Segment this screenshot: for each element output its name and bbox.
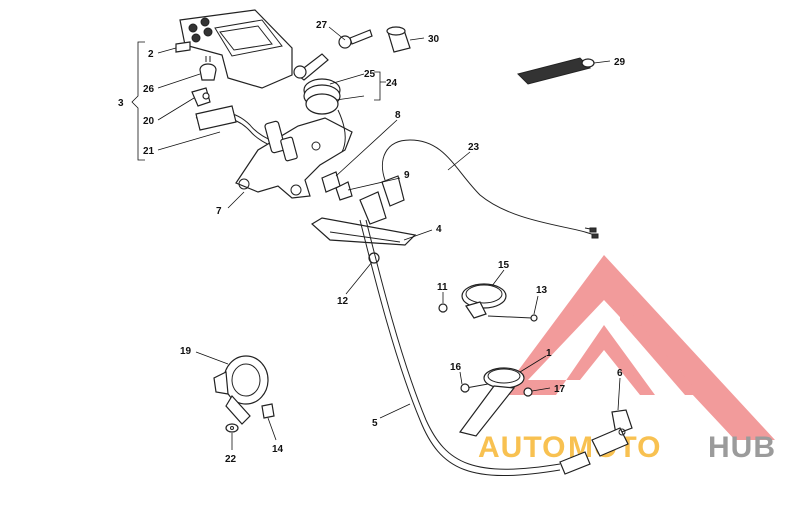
spare-key — [338, 29, 373, 49]
washer — [225, 423, 239, 433]
bulb-socket — [191, 87, 211, 107]
callout-21: 21 — [143, 146, 155, 157]
watermark-text-hub: HUB — [708, 431, 776, 464]
clamp-lower — [458, 367, 525, 437]
speed-sensor — [591, 409, 633, 457]
watermark-triangle-inner — [620, 300, 700, 395]
callout-23: 23 — [468, 142, 480, 153]
callout-4: 4 — [436, 224, 442, 235]
callout-6: 6 — [617, 368, 623, 379]
callout-8: 8 — [395, 110, 401, 121]
callout-16: 16 — [450, 362, 462, 373]
watermark-triangle-outer — [500, 255, 775, 440]
callout-15: 15 — [498, 260, 510, 271]
callout-11: 11 — [437, 282, 448, 293]
speedometer-cable — [359, 219, 591, 476]
watermark-logo: AUTO MOTO HUB — [478, 255, 776, 464]
callout-1: 1 — [546, 348, 552, 359]
horn-screw — [261, 403, 275, 419]
watermark-text-auto: AUTO — [478, 431, 566, 464]
callout-30: 30 — [428, 34, 440, 45]
callout-22: 22 — [225, 454, 237, 465]
callout-9: 9 — [404, 170, 410, 181]
callout-24: 24 — [386, 78, 398, 89]
callout-19: 19 — [180, 346, 192, 357]
nut-lower — [523, 387, 533, 397]
support-plate — [310, 217, 417, 246]
bulb-part — [199, 56, 217, 81]
callout-29: 29 — [614, 57, 626, 68]
instrument-cluster — [175, 9, 293, 89]
callout-26: 26 — [143, 84, 155, 95]
group-brace-24 — [374, 71, 386, 101]
warning-light-cable — [381, 139, 599, 239]
connector-pair — [321, 171, 405, 225]
callout-20: 20 — [143, 116, 155, 127]
cap-part — [386, 26, 411, 53]
ignition-key — [293, 53, 329, 81]
callout-25: 25 — [364, 69, 376, 80]
nut-upper — [438, 303, 448, 313]
callout-12: 12 — [337, 296, 349, 307]
callout-14: 14 — [272, 444, 284, 455]
clamp-upper — [461, 283, 507, 319]
bolt-lower — [460, 383, 489, 393]
callout-3: 3 — [118, 98, 124, 109]
leader-lines — [157, 26, 621, 450]
speedo-drive-fitting — [264, 120, 298, 162]
callout-labels: 2 3 26 20 21 7 27 30 29 25 24 8 9 23 4 1… — [118, 20, 626, 465]
callout-13: 13 — [536, 285, 548, 296]
callout-27: 27 — [316, 20, 328, 31]
ignition-switch — [303, 78, 346, 153]
callout-17: 17 — [554, 384, 566, 395]
key-fob — [517, 57, 595, 85]
callout-7: 7 — [216, 206, 222, 217]
bolt-upper — [487, 314, 538, 322]
horn — [213, 355, 269, 425]
group-brace-3 — [131, 41, 145, 161]
callout-5: 5 — [372, 418, 378, 429]
callout-2: 2 — [148, 49, 154, 60]
